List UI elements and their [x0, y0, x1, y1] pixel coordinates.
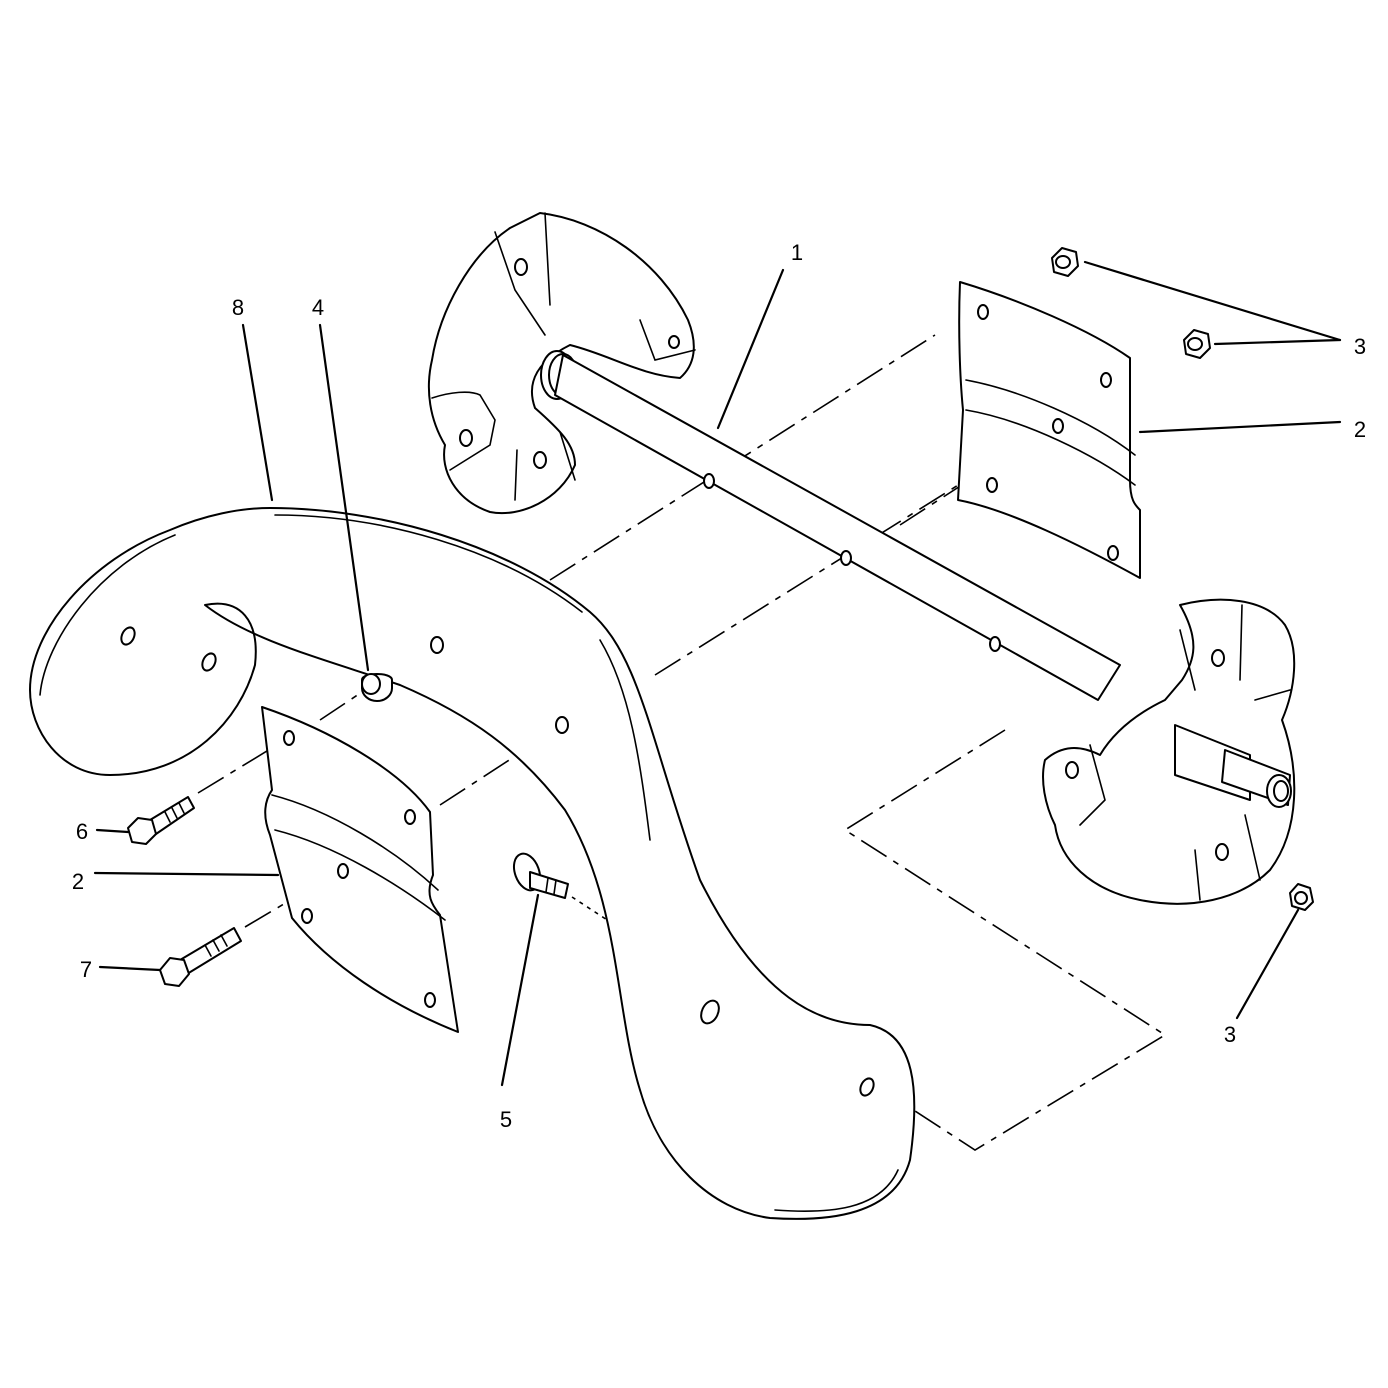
- leader-3-upper: [1083, 260, 1342, 342]
- assembly-line-bolt-6: [197, 739, 286, 794]
- auger-blade: [29, 507, 916, 1220]
- leader-4: [318, 323, 370, 672]
- leader-8: [241, 323, 274, 502]
- leader-1: [716, 268, 785, 430]
- callout-8: 8: [231, 295, 245, 320]
- leader-7: [98, 965, 162, 972]
- spacer: [361, 673, 393, 702]
- callout-3-upper: 3: [1353, 334, 1367, 359]
- auger-shaft: [554, 354, 1121, 701]
- callout-4: 4: [311, 295, 325, 320]
- paddle-right: [957, 281, 1141, 579]
- auger-flight-lower-right: [1042, 598, 1296, 905]
- leader-2-right: [1138, 420, 1342, 434]
- assembly-line-spacer: [319, 689, 366, 721]
- callout-7: 7: [79, 957, 93, 982]
- assembly-line-middle: [654, 419, 1063, 676]
- bolt-long: [159, 927, 242, 987]
- assembly-line-paddle-right: [899, 469, 986, 526]
- hex-nut-lower: [1289, 883, 1314, 911]
- carriage-stud: [512, 852, 569, 899]
- leader-2-left: [93, 871, 280, 877]
- assembly-line-lower-box: [843, 729, 1167, 1151]
- callout-2-left: 2: [71, 869, 85, 894]
- callout-1: 1: [790, 240, 804, 265]
- callout-6: 6: [75, 819, 89, 844]
- hex-nut-middle: [1183, 329, 1211, 359]
- callout-2-right: 2: [1353, 417, 1367, 442]
- callout-3-lower: 3: [1223, 1022, 1237, 1047]
- leader-lines: [93, 260, 1342, 1087]
- hex-nut-upper: [1051, 247, 1079, 277]
- leader-3-middle: [1213, 338, 1342, 346]
- assembly-line-left: [439, 739, 541, 806]
- leader-6: [95, 828, 130, 834]
- leader-5: [500, 893, 540, 1087]
- paddle-left: [261, 706, 459, 1033]
- callout-5: 5: [499, 1107, 513, 1132]
- bolt-short: [127, 796, 195, 845]
- leader-3-lower: [1235, 908, 1300, 1020]
